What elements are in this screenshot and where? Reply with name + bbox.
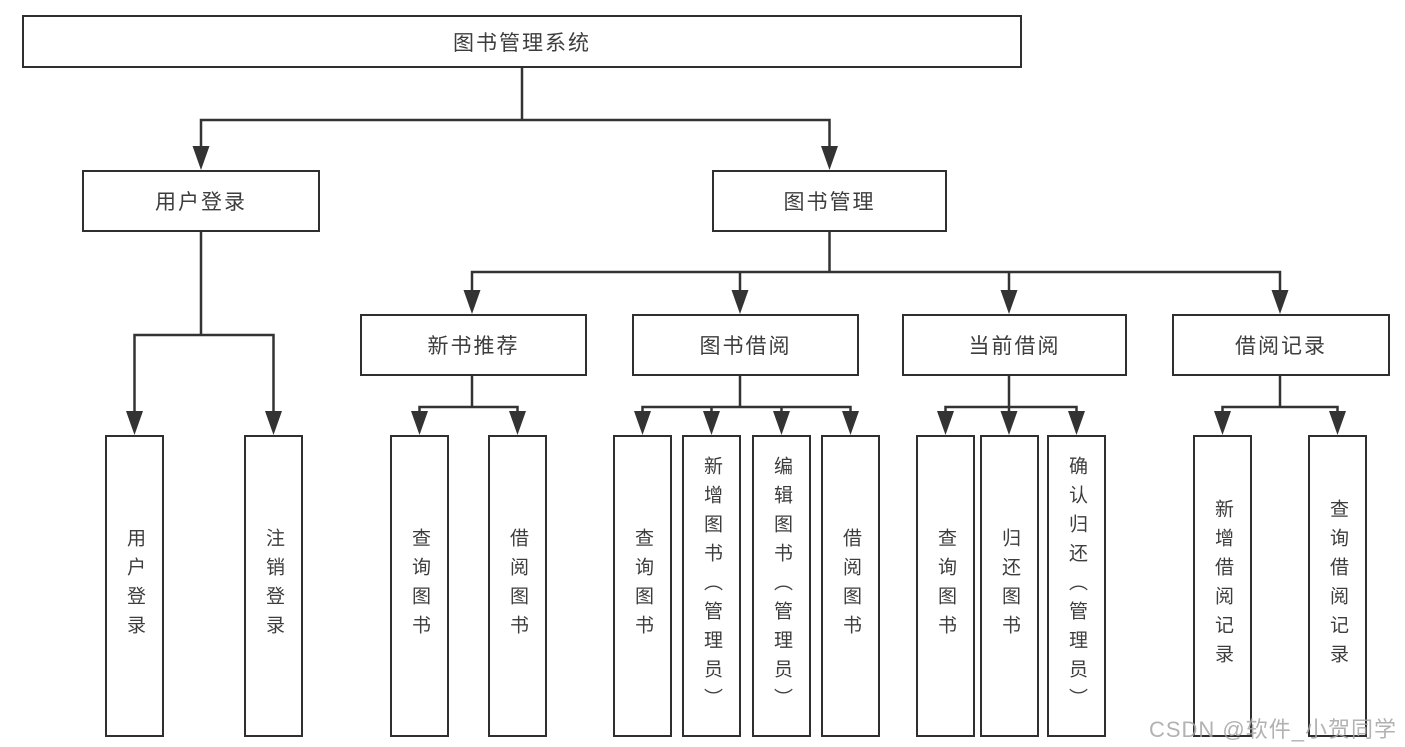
node-current-borrow-confirm: 确认归还（管理员） <box>1047 435 1106 737</box>
node-borrow-records: 借阅记录 <box>1172 314 1390 376</box>
connector-new-books-children <box>411 376 526 435</box>
node-user-login: 用户登录 <box>82 170 320 232</box>
node-current-borrow-query: 查询图书 <box>916 435 975 737</box>
node-book-borrow-edit: 编辑图书（管理员） <box>752 435 811 737</box>
node-user-login-logout: 注销登录 <box>244 435 303 737</box>
node-label: 查询图书 <box>632 528 653 644</box>
node-book-mgmt: 图书管理 <box>712 170 947 232</box>
node-book-borrow-borrow: 借阅图书 <box>821 435 880 737</box>
node-new-books-borrow: 借阅图书 <box>488 435 547 737</box>
node-new-books: 新书推荐 <box>360 314 587 376</box>
connector-root-to-level2 <box>192 68 838 170</box>
node-label: 确认归还（管理员） <box>1066 455 1087 717</box>
node-user-login-login: 用户登录 <box>105 435 164 737</box>
node-current-borrow: 当前借阅 <box>902 314 1127 376</box>
node-borrow-records-query: 查询借阅记录 <box>1308 435 1367 737</box>
node-label: 编辑图书（管理员） <box>771 455 792 717</box>
node-label: 查询图书 <box>935 528 956 644</box>
node-borrow-records-add: 新增借阅记录 <box>1193 435 1252 737</box>
node-label: 查询图书 <box>409 528 430 644</box>
connector-book-borrow-children <box>634 376 859 435</box>
node-label: 归还图书 <box>999 528 1020 644</box>
node-current-borrow-return: 归还图书 <box>980 435 1039 737</box>
connector-current-borrow-children <box>937 376 1085 435</box>
node-label: 图书管理 <box>783 191 876 214</box>
node-book-borrow: 图书借阅 <box>632 314 859 376</box>
node-label: 查询借阅记录 <box>1327 499 1348 673</box>
node-label: 用户登录 <box>124 528 145 644</box>
connector-user-login-children <box>126 232 282 435</box>
node-label: 新增图书（管理员） <box>701 455 722 717</box>
node-new-books-query: 查询图书 <box>390 435 449 737</box>
node-label: 借阅图书 <box>507 528 528 644</box>
node-label: 图书借阅 <box>699 335 792 358</box>
node-label: 新增借阅记录 <box>1212 499 1233 673</box>
node-label: 借阅图书 <box>840 528 861 644</box>
node-label: 用户登录 <box>155 191 247 214</box>
node-label: 新书推荐 <box>427 335 520 358</box>
node-root: 图书管理系统 <box>22 15 1022 68</box>
connector-borrow-records-children <box>1214 376 1346 435</box>
node-book-borrow-add: 新增图书（管理员） <box>682 435 741 737</box>
node-label: 借阅记录 <box>1235 335 1327 358</box>
node-label: 当前借阅 <box>968 335 1061 358</box>
watermark: CSDN @软件_小贺同学 <box>1148 717 1397 742</box>
node-label: 注销登录 <box>263 528 284 644</box>
node-book-borrow-query: 查询图书 <box>613 435 672 737</box>
node-label: 图书管理系统 <box>453 31 591 55</box>
connector-book-mgmt-to-level3 <box>463 232 1289 314</box>
